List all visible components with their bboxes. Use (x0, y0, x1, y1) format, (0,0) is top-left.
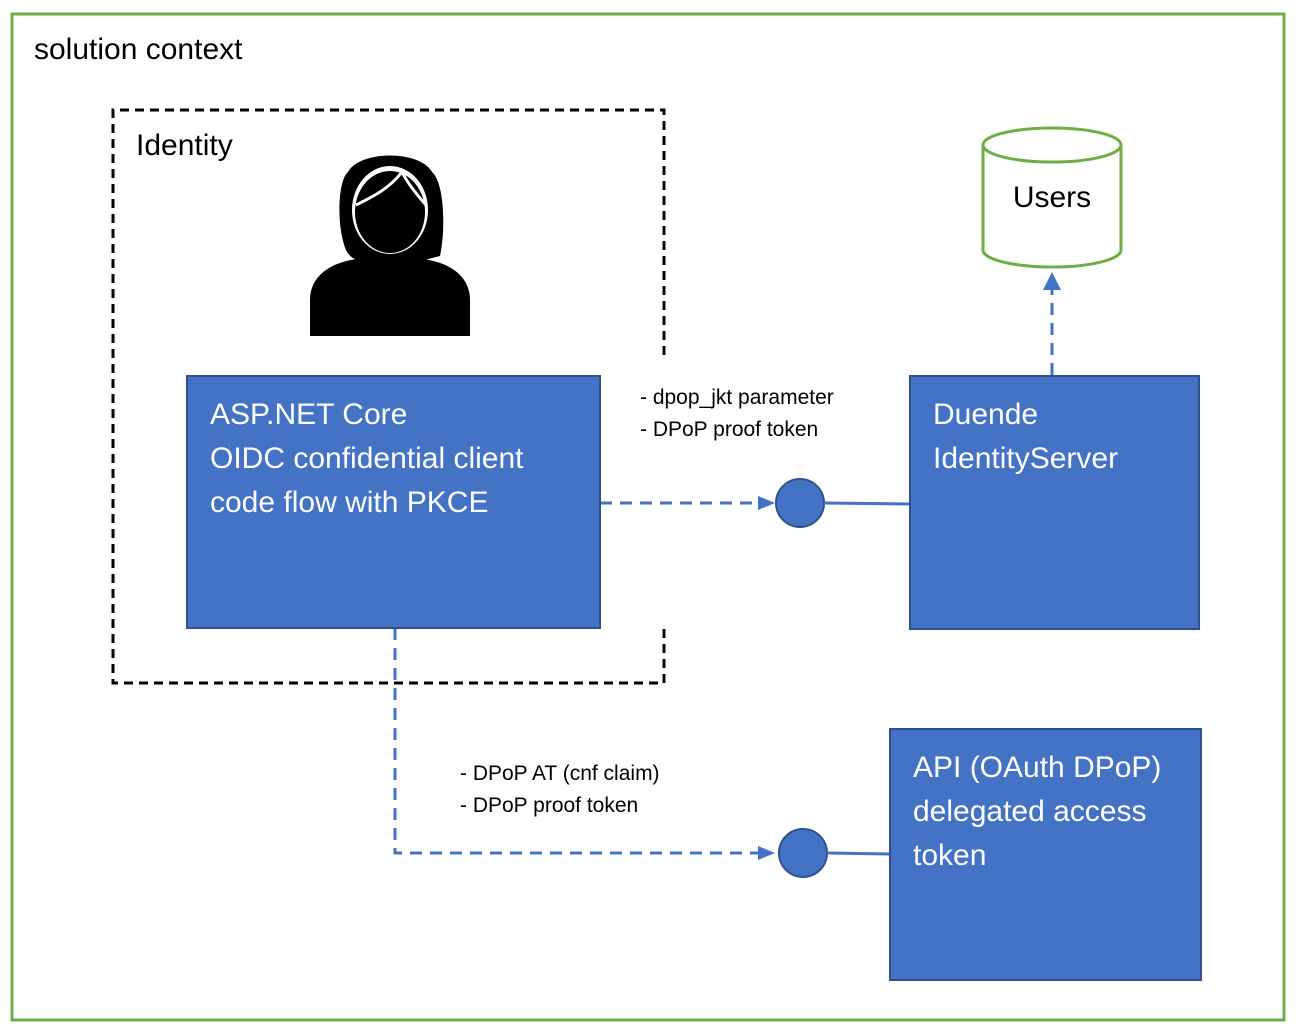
client-app-line-1: ASP.NET Core (210, 398, 408, 431)
identity-server-line-2: IdentityServer (933, 442, 1119, 475)
api-request-note-line-1: - DPoP AT (cnf claim) (460, 762, 660, 785)
identity-boundary (111, 108, 666, 685)
api-line-2: delegated access (913, 795, 1147, 828)
users-label: Users (1012, 181, 1092, 214)
api-request-note: - DPoP AT (cnf claim) - DPoP proof token (460, 758, 660, 822)
identity-server-interface (775, 478, 825, 528)
api-box: API (OAuth DPoP) delegated access token (889, 728, 1202, 981)
solution-context-frame (10, 12, 1286, 1022)
identity-server-interface-link (823, 501, 911, 506)
token-request-arrowhead (758, 496, 775, 510)
user-icon (310, 155, 470, 336)
solution-context-label: solution context (34, 33, 243, 66)
api-request-note-line-2: - DPoP proof token (460, 794, 639, 817)
identity-server-line-1: Duende (933, 398, 1039, 431)
token-request-note-line-2: - DPoP proof token (640, 418, 819, 441)
api-request-connector (393, 628, 764, 855)
token-request-note: - dpop_jkt parameter - DPoP proof token (640, 382, 834, 446)
identity-server-box: Duende IdentityServer (909, 375, 1200, 630)
api-interface (778, 828, 828, 878)
api-line-3: token (913, 839, 987, 872)
api-request-arrowhead (758, 846, 775, 860)
client-app-line-3: code flow with PKCE (210, 486, 489, 519)
database-icon (981, 126, 1123, 269)
api-line-1: API (OAuth DPoP) (913, 751, 1162, 784)
api-interface-link (826, 851, 891, 856)
client-app-box: ASP.NET Core OIDC confidential client co… (186, 375, 601, 629)
identity-label: Identity (136, 129, 233, 162)
token-request-note-line-1: - dpop_jkt parameter (640, 386, 834, 409)
client-app-line-2: OIDC confidential client (210, 442, 524, 475)
users-arrowhead (1043, 272, 1061, 290)
